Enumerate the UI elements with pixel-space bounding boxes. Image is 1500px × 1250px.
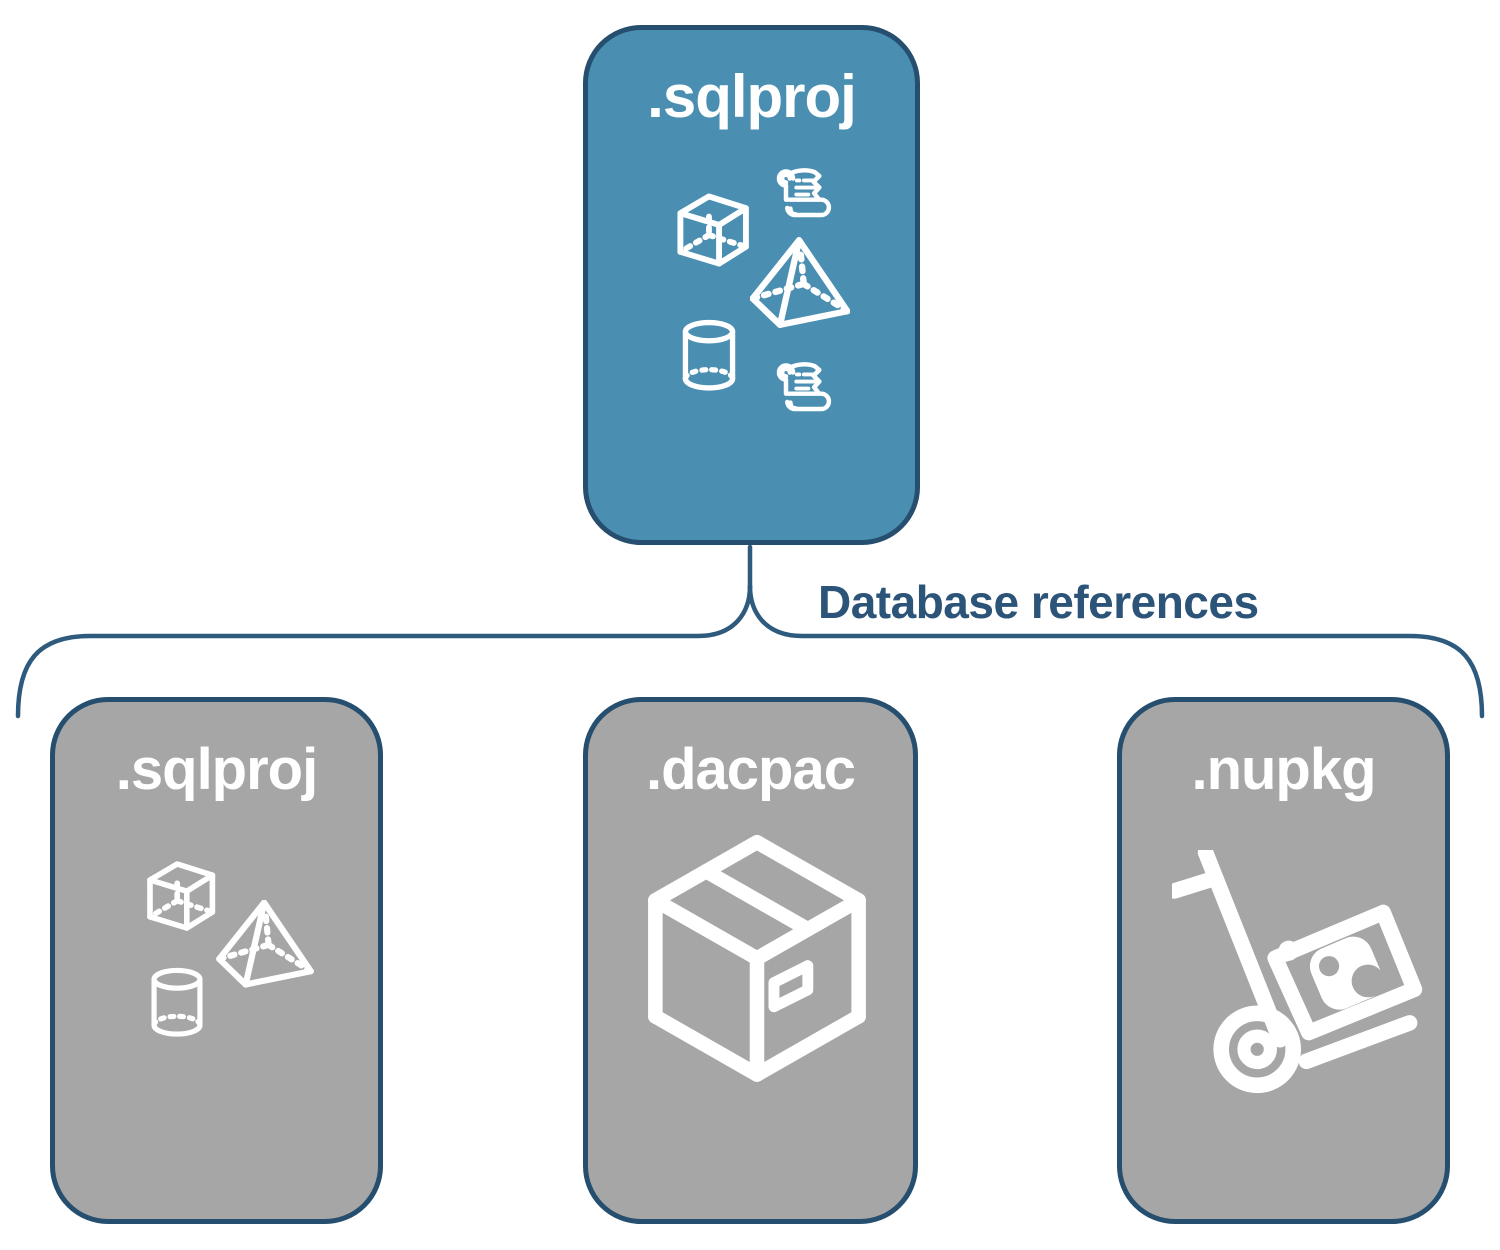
pyramid-icon [750,237,850,328]
cylinder-icon [151,967,203,1037]
hand-truck-wheel [1213,1005,1301,1094]
pyramid-icon [216,900,314,988]
target-node-sqlproj: .sqlproj [50,697,383,1224]
hand-truck-icon [1172,850,1423,1094]
target-node-dacpac: .dacpac [583,697,918,1224]
scroll-icon [776,168,832,218]
nuget-package-icon [1278,936,1385,1010]
target-node-nupkg: .nupkg [1117,697,1450,1224]
brace-left-half [15,583,753,719]
package-box-icon [648,834,866,1082]
brace-right-half [747,583,1485,719]
hand-truck-grip [1172,871,1221,899]
cube-icon [677,193,749,267]
cube-icon [147,861,216,931]
nuget-package-box [1267,904,1423,1041]
source-node-label: .sqlproj [647,63,857,130]
hand-truck-toe-plate [1298,1015,1418,1070]
connector-label: Database references [818,576,1259,628]
scroll-icon [776,362,832,412]
target-node-label: .sqlproj [115,737,318,802]
target-node-label: .nupkg [1191,737,1376,802]
cylinder-icon [682,319,736,391]
hand-truck-hub [1237,1029,1277,1070]
source-node-sqlproj: .sqlproj [583,25,920,545]
target-node-label: .dacpac [646,737,856,802]
